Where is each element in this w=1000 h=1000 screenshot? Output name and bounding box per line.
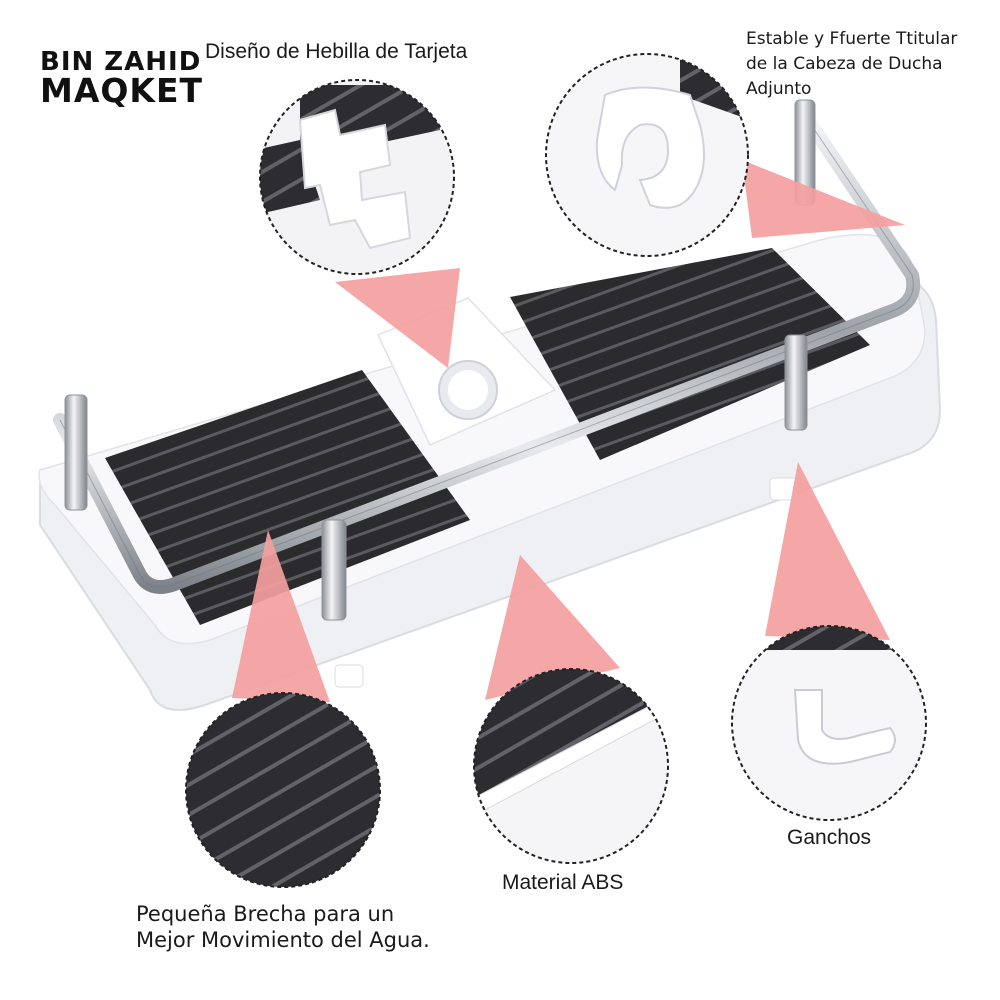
rail-post-2: [321, 519, 347, 621]
callout-wedges: [232, 160, 905, 702]
hook-shape: [793, 689, 896, 765]
zoom-circle-gap: [185, 692, 381, 888]
hook-nub-left: [334, 664, 364, 688]
wedge-gap: [232, 530, 330, 702]
rail-post-3: [784, 334, 808, 431]
label-hooks: Ganchos: [787, 826, 872, 849]
zoom-circle-holder: [545, 53, 749, 257]
label-holder-line2: de la Cabeza de Ducha: [746, 54, 943, 74]
zoom-circle-buckle: [259, 79, 455, 275]
label-holder-line1: Estable y Ffuerte Ttitular: [746, 29, 958, 49]
brand-logo: BIN ZAHID MAQKET: [40, 47, 204, 110]
zoom-circle-material: [473, 668, 669, 864]
wedge-material: [485, 555, 620, 700]
brand-logo-line1: BIN ZAHID: [40, 47, 202, 77]
buckle-clip-shape: [298, 108, 412, 250]
wedge-holder: [742, 160, 905, 238]
zoom-circle-hooks: [731, 625, 927, 821]
label-gap-line2: Mejor Movimiento del Agua.: [136, 928, 430, 952]
label-gap-line1: Pequeña Brecha para un: [136, 902, 395, 926]
label-material: Material ABS: [502, 871, 624, 894]
wedge-hooks: [765, 462, 890, 640]
label-buckle-design: Diseño de Hebilla de Tarjeta: [205, 40, 468, 63]
holder-clip-shape: [595, 86, 705, 209]
wedge-buckle: [335, 268, 460, 368]
rail-post-1: [64, 394, 88, 511]
label-holder-line3: Adjunto: [746, 79, 812, 99]
right-mat: [510, 248, 870, 460]
left-mat: [105, 370, 470, 625]
brand-logo-line2: MAQKET: [40, 70, 204, 110]
